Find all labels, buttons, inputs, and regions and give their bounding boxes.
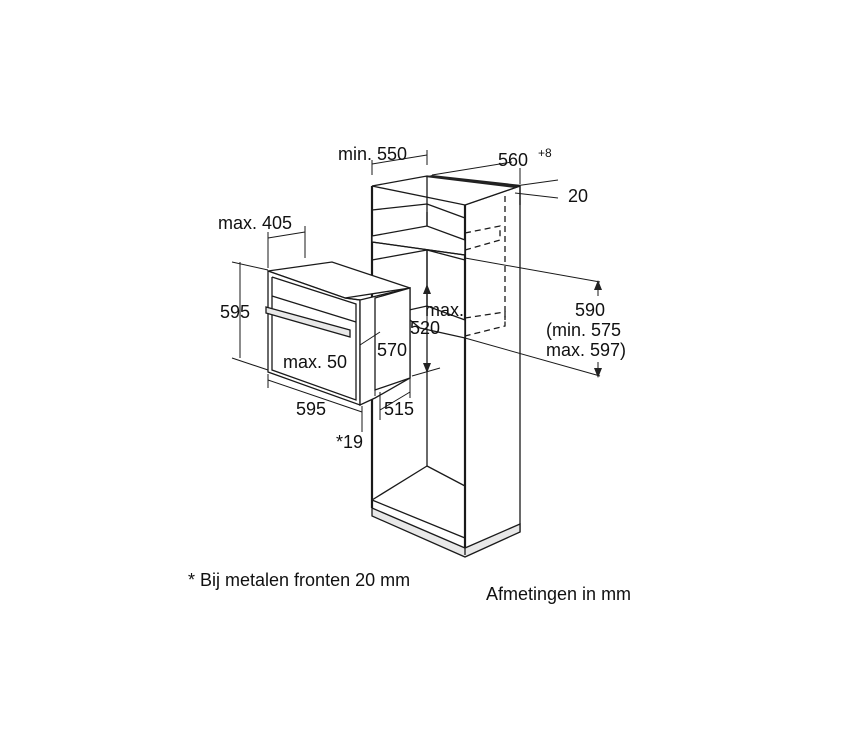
label-opening-max: max. [425,300,464,320]
label-oven-depth-max: max. 405 [218,213,292,233]
label-front-thickness: *19 [336,432,363,452]
niche-top-left [371,249,428,261]
oven-top-edge [344,297,361,301]
label-niche-height-max: max. 597) [546,340,626,360]
cabinet-right-side [464,185,521,556]
label-body-depth: 570 [377,340,407,360]
top-inner-side [426,203,466,219]
upper-shelf-front [371,241,466,256]
upper-shelf-hidden [464,225,501,251]
label-oven-height: 595 [220,302,250,322]
tall-cabinet [370,175,522,558]
label-body-width: 515 [384,399,414,419]
units-note: Afmetingen in mm [486,584,631,604]
dim-520-arrow-top [423,284,431,294]
oven-handle [265,306,351,338]
footnote-metal-fronts: * Bij metalen fronten 20 mm [188,570,410,590]
dim-50-leader [359,331,381,346]
dimension-labels: min. 550 560 +8 20 max. 405 595 max. 520… [218,144,626,452]
dim-405-line [267,231,306,239]
dim-515-line [379,391,411,411]
top-inner-front [371,203,428,211]
dim-20-bottom [514,192,559,199]
dim-590-ext-top [464,257,601,283]
dim-590-arrow-top [594,280,602,290]
dim-570-ext [411,367,441,377]
dim-590-arrow-bottom [594,368,602,378]
label-back-gap: 20 [568,186,588,206]
label-opening-value: 520 [410,318,440,338]
oven-control-strip [271,295,357,323]
label-niche-height-min: (min. 575 [546,320,621,340]
oven-unit [265,261,411,407]
footer-notes: * Bij metalen fronten 20 mm Afmetingen i… [188,570,631,604]
dim-560-line [431,161,513,176]
oven-front-frame [271,276,357,401]
label-cabinet-depth-tolerance: +8 [538,146,552,160]
cabinet-bottom-inner-right [426,465,466,487]
cabinet-bottom-inner-left [371,465,428,501]
label-oven-width: 595 [296,399,326,419]
dim-20-top [514,179,559,187]
lower-shelf-hidden [464,311,506,337]
label-cabinet-width: min. 550 [338,144,407,164]
dim-595h-ext-top [231,261,269,271]
label-front-depth-max: max. 50 [283,352,347,372]
cabinet-upper-shelf [371,225,466,256]
dim-550-line [371,154,428,165]
dim-520-arrow-bottom [423,363,431,373]
rear-gap-strip [425,175,522,188]
label-cabinet-depth: 560 [498,150,528,170]
dim-595h-ext-bottom [231,357,269,371]
dim-595w-line [267,379,363,413]
dim-590-ext-bottom [464,337,601,377]
label-niche-height: 590 [575,300,605,320]
dimension-lines [231,150,602,432]
niche-top-right [426,249,466,261]
oven-body-step [374,287,411,391]
cabinet-bottom-front [371,499,466,539]
